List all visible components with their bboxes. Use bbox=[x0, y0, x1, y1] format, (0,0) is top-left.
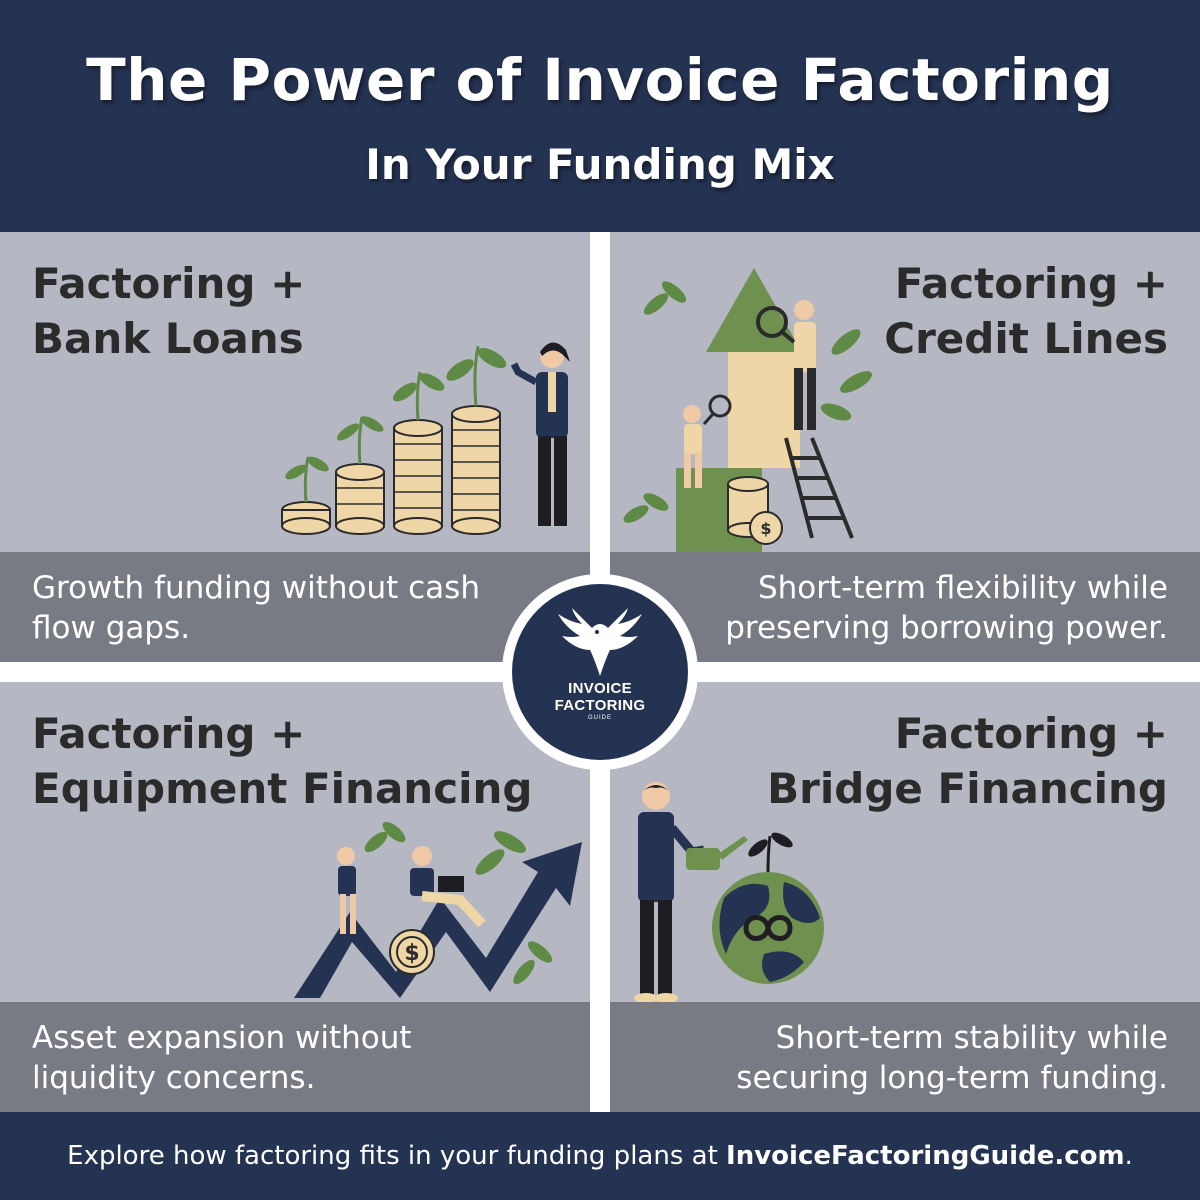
quadrant-title: Factoring + Equipment Financing bbox=[32, 706, 532, 816]
quadrant-caption: Asset expansion without liquidity concer… bbox=[0, 1002, 590, 1112]
quadrant-caption: Short-term flexibility while preserving … bbox=[610, 552, 1200, 662]
svg-text:$: $ bbox=[760, 519, 771, 538]
logo-line1: INVOICE bbox=[568, 680, 632, 697]
quadrant-title-line1: Factoring + bbox=[32, 709, 306, 758]
coin-stacks-plants-illustration bbox=[281, 342, 570, 535]
logo-line2: FACTORING bbox=[554, 697, 646, 714]
svg-text:$: $ bbox=[404, 941, 419, 966]
quadrant-credit-lines: Factoring + Credit Lines $ bbox=[610, 232, 1200, 662]
page-title: The Power of Invoice Factoring bbox=[86, 46, 1114, 114]
quadrant-bridge-financing: Factoring + Bridge Financing Short-term … bbox=[610, 682, 1200, 1112]
quadrant-title-line1: Factoring + bbox=[894, 259, 1168, 308]
quadrant-caption: Short-term stability while securing long… bbox=[610, 1002, 1200, 1112]
logo-badge: INVOICE FACTORING GUIDE bbox=[512, 584, 688, 760]
quadrant-title-line1: Factoring + bbox=[32, 259, 306, 308]
watering-globe-illustration bbox=[634, 782, 824, 1003]
footer-banner: Explore how factoring fits in your fundi… bbox=[0, 1112, 1200, 1200]
quadrant-bank-loans: Factoring + Bank Loans bbox=[0, 232, 590, 662]
quadrant-equipment-financing: Factoring + Equipment Financing $ bbox=[0, 682, 590, 1112]
page-subtitle: In Your Funding Mix bbox=[365, 140, 835, 189]
footer-website-link[interactable]: InvoiceFactoringGuide.com bbox=[726, 1141, 1125, 1171]
rising-arrow-illustration: $ bbox=[294, 822, 582, 998]
quadrant-title-line2: Equipment Financing bbox=[32, 764, 533, 813]
brand-logo: INVOICE FACTORING GUIDE bbox=[502, 574, 698, 770]
quadrant-title: Factoring + Credit Lines bbox=[884, 256, 1168, 366]
quadrant-title-line2: Bank Loans bbox=[32, 314, 304, 363]
quadrant-title: Factoring + Bank Loans bbox=[32, 256, 305, 366]
arrow-blocks-ladder-illustration: $ bbox=[623, 268, 872, 552]
quadrant-title-line2: Bridge Financing bbox=[767, 764, 1168, 813]
eagle-icon bbox=[558, 608, 642, 676]
logo-line3: GUIDE bbox=[587, 715, 612, 721]
quadrant-title-line1: Factoring + bbox=[894, 709, 1168, 758]
quadrant-caption: Growth funding without cash flow gaps. bbox=[0, 552, 590, 662]
quadrant-title: Factoring + Bridge Financing bbox=[767, 706, 1168, 816]
footer-period: . bbox=[1124, 1141, 1133, 1171]
header-banner: The Power of Invoice Factoring In Your F… bbox=[0, 0, 1200, 232]
quadrant-title-line2: Credit Lines bbox=[884, 314, 1168, 363]
footer-text: Explore how factoring fits in your fundi… bbox=[67, 1141, 727, 1171]
